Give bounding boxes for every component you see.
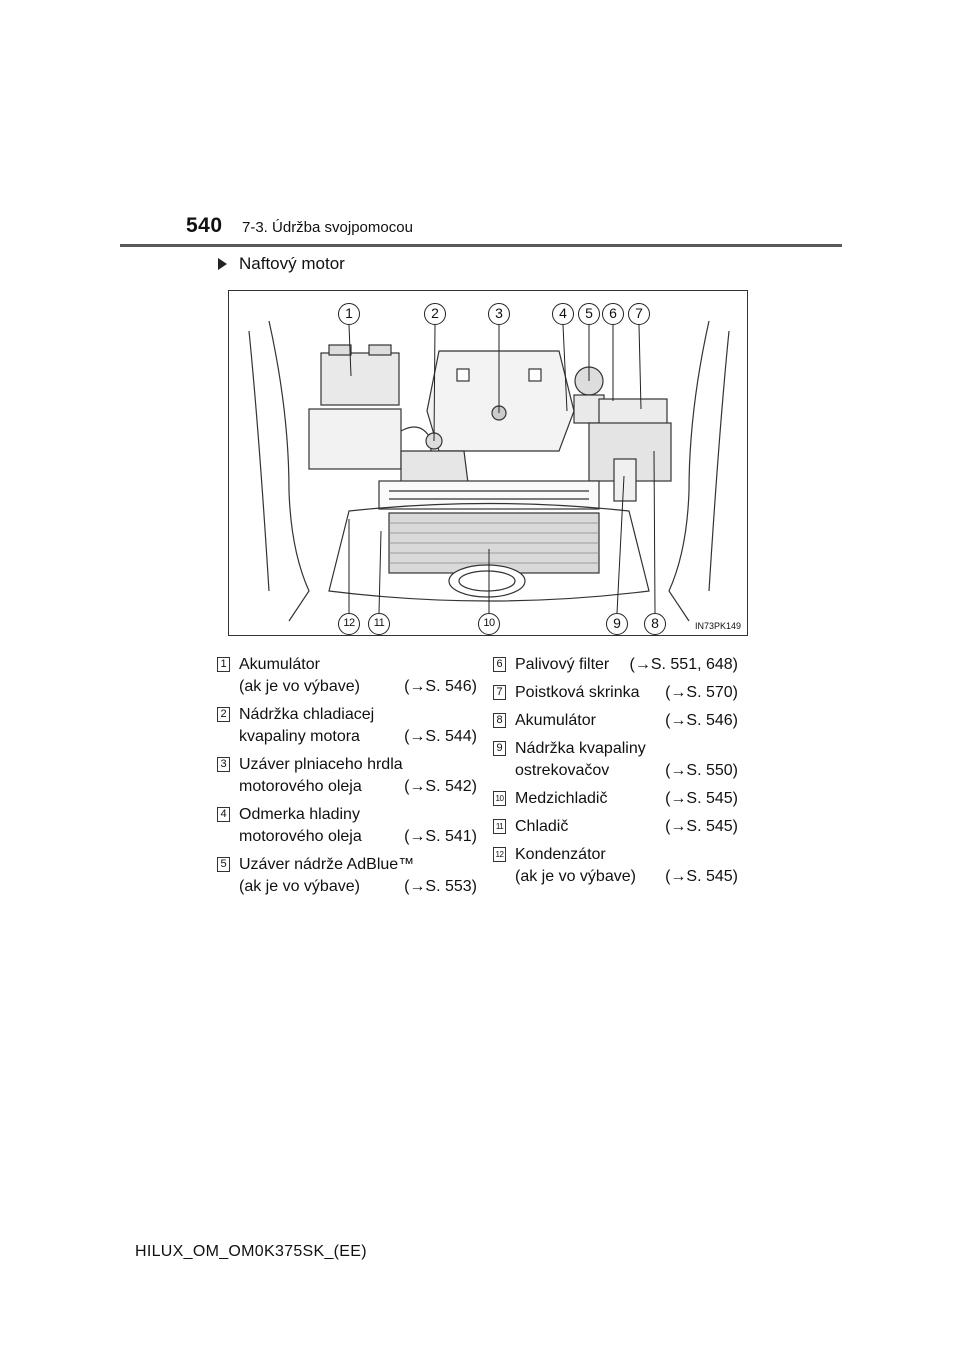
legend-line: Nádržka chladiacej bbox=[239, 704, 477, 726]
legend-number-badge: 11 bbox=[493, 819, 506, 834]
legend-line: (ak je vo výbave) (→S. 545) bbox=[515, 866, 738, 888]
legend-line: Chladič (→S. 545) bbox=[515, 816, 738, 838]
legend-line: Uzáver plniaceho hrdla bbox=[239, 754, 477, 776]
legend-page-ref: (→S. 545) bbox=[665, 868, 738, 885]
callout-9: 9 bbox=[606, 613, 628, 635]
callout-10: 10 bbox=[478, 613, 500, 635]
legend-item: 1 Akumulátor (ak je vo výbave) (→S. 546) bbox=[217, 654, 477, 698]
legend-number-badge: 1 bbox=[217, 657, 230, 672]
legend-text: Poistková skrinka bbox=[515, 684, 640, 701]
legend-item: 12 Kondenzátor (ak je vo výbave) (→S. 545) bbox=[493, 844, 738, 888]
legend-page-ref: (→S. 541) bbox=[404, 828, 477, 845]
legend-number-badge: 3 bbox=[217, 757, 230, 772]
legend-text: Nádržka kvapaliny bbox=[515, 740, 646, 757]
legend-line: Palivový filter (→S. 551, 648) bbox=[515, 654, 738, 676]
legend-text: Chladič bbox=[515, 818, 569, 835]
legend-line: Poistková skrinka (→S. 570) bbox=[515, 682, 738, 704]
legend-line: Kondenzátor bbox=[515, 844, 738, 866]
legend-text: Uzáver nádrže AdBlue™ bbox=[239, 856, 415, 873]
legend-text: Kondenzátor bbox=[515, 846, 606, 863]
legend-page-ref: (→S. 544) bbox=[404, 728, 477, 745]
legend-text: Palivový filter bbox=[515, 656, 610, 673]
legend-text: motorového oleja bbox=[239, 778, 362, 795]
legend-page-ref: (→S. 570) bbox=[665, 684, 738, 701]
callout-2: 2 bbox=[424, 303, 446, 325]
legend-text: (ak je vo výbave) bbox=[515, 868, 636, 885]
callout-6: 6 bbox=[602, 303, 624, 325]
legend-item: 6 Palivový filter (→S. 551, 648) bbox=[493, 654, 738, 676]
legend-text: ostrekovačov bbox=[515, 762, 610, 779]
legend-number-badge: 7 bbox=[493, 685, 506, 700]
legend-line: Medzichladič (→S. 545) bbox=[515, 788, 738, 810]
legend-text: Akumulátor bbox=[515, 712, 596, 729]
legend-line: Odmerka hladiny bbox=[239, 804, 477, 826]
legend-line: ostrekovačov (→S. 550) bbox=[515, 760, 738, 782]
legend-line: motorového oleja (→S. 541) bbox=[239, 826, 477, 848]
legend-line: kvapaliny motora (→S. 544) bbox=[239, 726, 477, 748]
legend-text: kvapaliny motora bbox=[239, 728, 360, 745]
footer-doc-code: HILUX_OM_OM0K375SK_(EE) bbox=[135, 1243, 367, 1260]
triangle-bullet-icon bbox=[218, 258, 227, 270]
legend-item: 8 Akumulátor (→S. 546) bbox=[493, 710, 738, 732]
legend-right-column: 6 Palivový filter (→S. 551, 648) 7 Poistková… bbox=[493, 654, 738, 894]
legend-text: Medzichladič bbox=[515, 790, 608, 807]
legend-page-ref: (→S. 553) bbox=[404, 878, 477, 895]
legend-number-badge: 10 bbox=[493, 791, 506, 806]
legend-item: 11 Chladič (→S. 545) bbox=[493, 816, 738, 838]
legend-text: Nádržka chladiacej bbox=[239, 706, 375, 723]
callout-11: 11 bbox=[368, 613, 390, 635]
legend-line: Nádržka kvapaliny bbox=[515, 738, 738, 760]
legend-number-badge: 9 bbox=[493, 741, 506, 756]
callout-3: 3 bbox=[488, 303, 510, 325]
legend-item: 2 Nádržka chladiacej kvapaliny motora (→S. … bbox=[217, 704, 477, 748]
legend-number-badge: 2 bbox=[217, 707, 230, 722]
figure-code: IN73PK149 bbox=[694, 621, 741, 631]
legend-item: 10 Medzichladič (→S. 545) bbox=[493, 788, 738, 810]
legend-left-column: 1 Akumulátor (ak je vo výbave) (→S. 546) 2 Ná… bbox=[217, 654, 477, 904]
page-number: 540 bbox=[186, 214, 223, 237]
legend-item: 9 Nádržka kvapaliny ostrekovačov (→S. 550) bbox=[493, 738, 738, 782]
legend-number-badge: 4 bbox=[217, 807, 230, 822]
callout-8: 8 bbox=[644, 613, 666, 635]
legend-line: (ak je vo výbave) (→S. 553) bbox=[239, 876, 477, 898]
legend-line: motorového oleja (→S. 542) bbox=[239, 776, 477, 798]
legend-text: (ak je vo výbave) bbox=[239, 678, 360, 695]
legend-number-badge: 5 bbox=[217, 857, 230, 872]
legend-page-ref: (→S. 546) bbox=[665, 712, 738, 729]
legend-text: (ak je vo výbave) bbox=[239, 878, 360, 895]
legend-page-ref: (→S. 550) bbox=[665, 762, 738, 779]
legend-item: 4 Odmerka hladiny motorového oleja (→S. 541… bbox=[217, 804, 477, 848]
legend-text: Akumulátor bbox=[239, 656, 320, 673]
legend-line: (ak je vo výbave) (→S. 546) bbox=[239, 676, 477, 698]
subheading: Naftový motor bbox=[218, 254, 345, 274]
legend-page-ref: (→S. 545) bbox=[665, 790, 738, 807]
legend-line: Uzáver nádrže AdBlue™ bbox=[239, 854, 477, 876]
legend-page-ref: (→S. 545) bbox=[665, 818, 738, 835]
engine-illustration bbox=[248, 320, 730, 622]
legend-item: 7 Poistková skrinka (→S. 570) bbox=[493, 682, 738, 704]
section-title: 7-3. Údržba svojpomocou bbox=[242, 219, 413, 236]
callout-4: 4 bbox=[552, 303, 574, 325]
legend-text: Odmerka hladiny bbox=[239, 806, 360, 823]
engine-compartment-figure: 1 2 3 4 5 6 7 12 11 10 9 8 IN73PK149 bbox=[228, 290, 748, 636]
legend-page-ref: (→S. 551, 648) bbox=[629, 656, 739, 673]
legend-page-ref: (→S. 546) bbox=[404, 678, 477, 695]
legend-page-ref: (→S. 542) bbox=[404, 778, 477, 795]
callout-1: 1 bbox=[338, 303, 360, 325]
legend-number-badge: 6 bbox=[493, 657, 506, 672]
legend-line: Akumulátor (→S. 546) bbox=[515, 710, 738, 732]
legend-item: 3 Uzáver plniaceho hrdla motorového oleja (… bbox=[217, 754, 477, 798]
legend-line: Akumulátor bbox=[239, 654, 477, 676]
callout-7: 7 bbox=[628, 303, 650, 325]
callout-5: 5 bbox=[578, 303, 600, 325]
legend-number-badge: 8 bbox=[493, 713, 506, 728]
subheading-text: Naftový motor bbox=[239, 254, 345, 273]
callout-12: 12 bbox=[338, 613, 360, 635]
legend-text: Uzáver plniaceho hrdla bbox=[239, 756, 403, 773]
legend-number-badge: 12 bbox=[493, 847, 506, 862]
legend-text: motorového oleja bbox=[239, 828, 362, 845]
header-rule bbox=[120, 244, 842, 247]
